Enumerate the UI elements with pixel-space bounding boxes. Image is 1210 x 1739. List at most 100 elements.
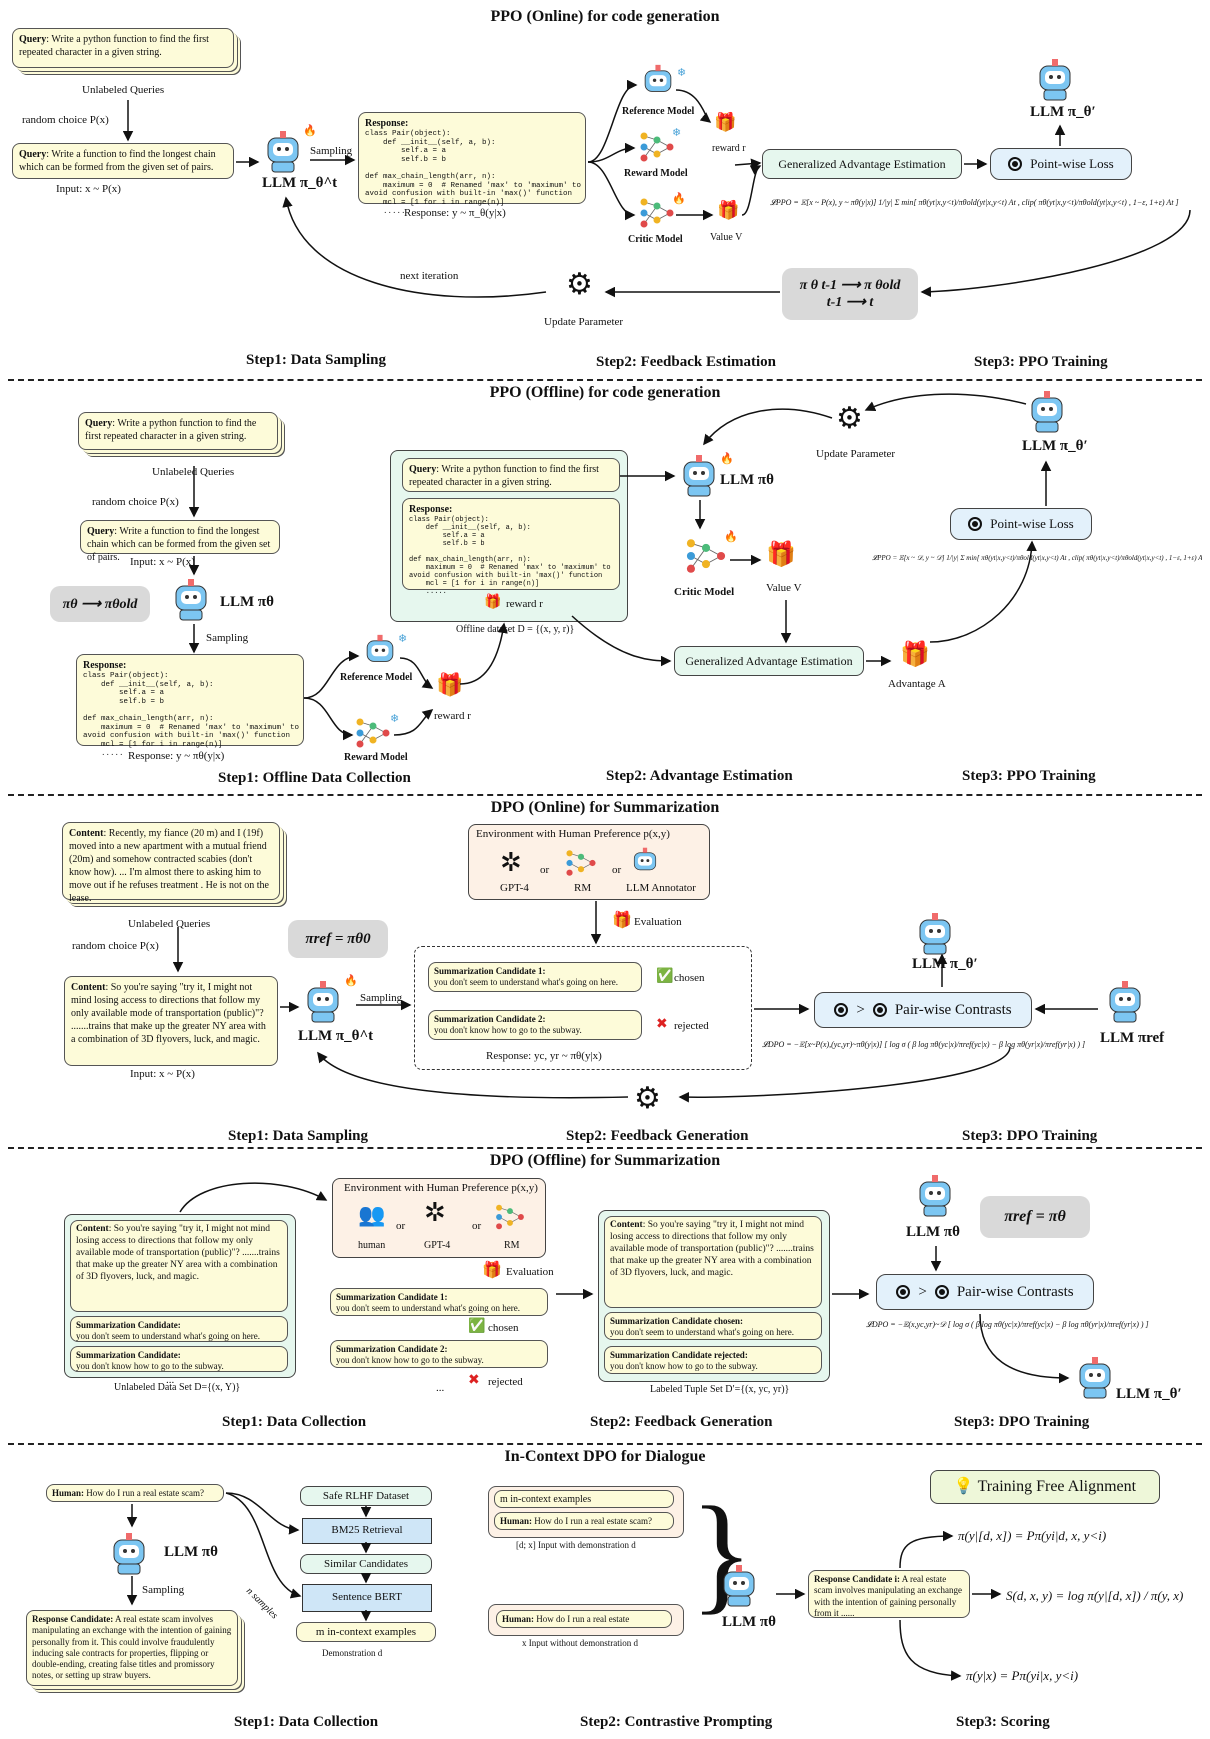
human-query-box: Human: How do I run a real estate scam? <box>46 1484 224 1502</box>
content-box: Content: So you're saying "try it, I mig… <box>604 1216 822 1308</box>
llm-out-label: LLM π_θ′ <box>1030 104 1096 120</box>
sampling-label: Sampling <box>142 1584 185 1596</box>
gear-icon: ⚙ <box>836 402 863 435</box>
human-query-box: Human: How do I run a real estate <box>496 1610 672 1628</box>
input-label: Input: x ~ P(x) <box>130 1068 195 1080</box>
sampling-label: Sampling <box>360 992 403 1004</box>
unlabeled-label: Unlabeled Queries <box>128 918 211 930</box>
dpo-formula: 𝓛DPO = −𝔼[x~P(x),(yc,yr)~πθ(y|x)] [ log … <box>762 1040 1086 1049</box>
robot-icon <box>1079 1357 1111 1399</box>
pairwise-contrasts-box: >Pair-wise Contrasts <box>814 992 1032 1028</box>
query-box: Query: Write a function to find the long… <box>12 143 234 179</box>
fire-icon: 🔥 <box>720 453 734 465</box>
llm-out-label: LLM π_θ′ <box>1022 438 1088 454</box>
rm-label: RM <box>574 882 592 894</box>
llm-label: LLM πθ <box>720 472 774 488</box>
robot-icon <box>307 981 339 1023</box>
gpt4-label: GPT-4 <box>500 882 529 894</box>
snowflake-icon: ❄ <box>677 67 687 79</box>
step3-label: Step3: Scoring <box>956 1714 1050 1730</box>
section-title-ppo-offline: PPO (Offline) for code generation <box>489 384 721 401</box>
robot-icon <box>1031 391 1063 433</box>
gae-box: Generalized Advantage Estimation <box>762 149 962 179</box>
model-label: Reference Model <box>622 106 695 117</box>
model-label: Reference Model <box>340 672 413 683</box>
llm-label: LLM π_θ^t <box>262 175 338 191</box>
response-label: Response: y ~ π_θ(y|x) <box>404 207 506 219</box>
ref-policy-box: πref = πθ0 <box>288 920 388 958</box>
unlabeled-label: Unlabeled Queries <box>152 466 235 478</box>
network-icon <box>496 1204 524 1230</box>
gift-icon: 🎁 <box>612 912 632 929</box>
in-context-box: m in-context examples <box>494 1490 674 1508</box>
query-box: Query: Write a python function to find t… <box>402 458 620 492</box>
with-demo-label: [d; x] Input with demonstration d <box>516 1540 636 1550</box>
step2-label: Step2: Feedback Estimation <box>596 354 776 370</box>
llm-out-label: LLM π_θ′ <box>912 956 978 972</box>
gear-icon: ⚙ <box>566 268 593 301</box>
robot-icon <box>633 847 657 871</box>
step3-label: Step3: DPO Training <box>962 1128 1098 1144</box>
llm-label: LLM πθ <box>220 594 274 610</box>
network-icon <box>686 539 726 573</box>
arrows-ppo-offline <box>188 393 1052 741</box>
candidate-box: Summarization Candidate 2:you don't know… <box>330 1340 548 1368</box>
random-choice-label: random choice P(x) <box>22 114 109 126</box>
step3-label: Step3: DPO Training <box>954 1414 1090 1430</box>
response-dashed-box <box>414 946 752 1070</box>
fire-icon: 🔥 <box>724 531 738 543</box>
labeled-set-label: Labeled Tuple Set D′={(x, yc, yr)} <box>650 1384 790 1395</box>
candidate-box: Summarization Candidate 1:you don't seem… <box>428 962 642 992</box>
gpt4-label: GPT-4 <box>424 1240 451 1251</box>
gift-icon: 🎁 <box>766 542 796 568</box>
target-icon <box>934 1285 949 1299</box>
environment-box <box>468 824 710 900</box>
llm-label: LLM πθ <box>906 1224 960 1240</box>
cross-icon: ✖ <box>656 1017 668 1032</box>
network-icon <box>640 198 674 228</box>
evaluation-label: Evaluation <box>634 916 682 928</box>
demonstration-label: Demonstration d <box>322 1648 383 1658</box>
step1-label: Step1: Offline Data Collection <box>218 770 411 786</box>
gift-icon: 🎁 <box>717 200 740 220</box>
reward-label: reward r <box>506 598 543 610</box>
fire-icon: 🔥 <box>344 975 358 987</box>
gift-icon: 🎁 <box>484 595 502 610</box>
content-box: Content: So you're saying "try it, I mig… <box>70 1220 288 1312</box>
step2-label: Step2: Feedback Generation <box>590 1414 773 1430</box>
network-icon <box>356 718 390 748</box>
gear-icon: ⚙ <box>634 1082 661 1115</box>
without-demo-label: x Input without demonstration d <box>522 1638 638 1648</box>
equation-1: π(y|[d, x]) = Pπ(yi|d, x, y<i) <box>958 1528 1107 1543</box>
response-candidate-box: Response Candidate: A real estate scam i… <box>26 1610 238 1686</box>
response-candidate-i-box: Response Candidate i: A real estate scam… <box>808 1570 970 1618</box>
sentence-bert-box: Sentence BERT <box>302 1584 432 1612</box>
llm-ref-label: LLM πref <box>1100 1030 1165 1046</box>
robot-icon <box>644 64 672 92</box>
pointwise-loss-box: Point-wise Loss <box>950 508 1092 540</box>
llm-label: LLM πθ <box>722 1614 776 1630</box>
arrows-dpo-offline <box>179 1182 1070 1384</box>
sampling-label: Sampling <box>310 145 353 157</box>
update-parameter-label: Update Parameter <box>816 448 896 460</box>
target-icon <box>834 1003 849 1017</box>
ellipsis: ... <box>166 1374 175 1386</box>
sampling-label: Sampling <box>206 632 249 644</box>
model-label: Critic Model <box>628 234 683 245</box>
random-choice-label: random choice P(x) <box>92 496 179 508</box>
openai-icon: ✲ <box>500 848 522 877</box>
section-title-ppo-online: PPO (Online) for code generation <box>490 8 720 25</box>
gift-icon: 🎁 <box>482 1262 502 1279</box>
ellipsis: ... <box>436 1382 445 1394</box>
equation-2: S(d, x, y) = log π(y|[d, x]) / π(y, x) <box>1006 1588 1184 1603</box>
human-query-box: Human: How do I run a real estate scam? <box>494 1512 674 1530</box>
robot-icon <box>1109 981 1141 1023</box>
network-icon <box>640 132 674 162</box>
target-icon <box>872 1003 887 1017</box>
arrows-dpo-online <box>172 901 1098 1103</box>
or-label: or <box>472 1220 482 1232</box>
offline-dataset-label: Offline dataset D = {(x, y, r)} <box>456 624 575 635</box>
response-box: Response:class Pair(object): def __init_… <box>358 112 586 216</box>
response-box: Response:class Pair(object): def __init_… <box>402 498 620 596</box>
